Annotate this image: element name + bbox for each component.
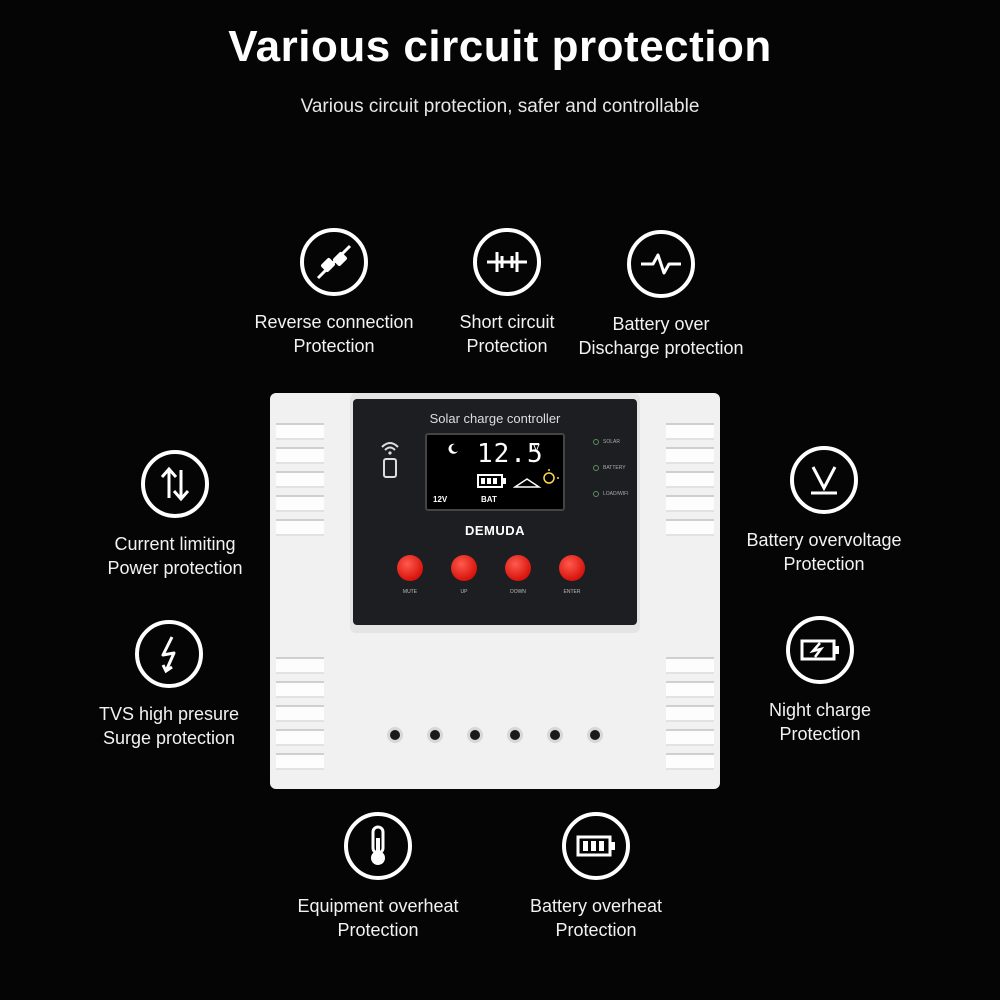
lcd-bat-label: BAT — [481, 495, 497, 504]
right-vent-bottom — [666, 657, 714, 777]
terminal-screw — [547, 727, 563, 743]
feature-label: Battery overheat — [529, 896, 663, 916]
feature-label: Protection — [783, 554, 865, 574]
feature-label: Protection — [779, 724, 861, 744]
led-solar: SOLAR — [593, 439, 620, 445]
feature-label: Short circuit — [459, 312, 555, 332]
terminal-screw — [427, 727, 443, 743]
feature-label: Reverse connection — [254, 312, 414, 332]
page-title: Various circuit protection — [228, 22, 772, 71]
feature-label: Protection — [555, 920, 637, 940]
right-vent-top — [666, 423, 714, 543]
down-button[interactable] — [505, 555, 531, 581]
wifi-phone-icon — [381, 442, 399, 478]
plug-icon — [300, 228, 368, 296]
feature-label: Battery overvoltage — [746, 530, 902, 550]
feature-label: Night charge — [768, 700, 872, 720]
feature-label: Protection — [337, 920, 419, 940]
battery-charge-icon — [786, 616, 854, 684]
feature-label: Discharge protection — [578, 338, 744, 358]
moon-icon — [448, 443, 458, 454]
lcd-display: 12.5 V 12V BAT — [425, 433, 565, 511]
feature-label: Equipment overheat — [297, 896, 459, 916]
battery-icon — [562, 812, 630, 880]
enter-button[interactable] — [559, 555, 585, 581]
feature-label: Current limiting — [114, 534, 236, 554]
up-down-arrows-icon — [141, 450, 209, 518]
pulse-wave-icon — [627, 230, 695, 298]
feature-label: Protection — [466, 336, 548, 356]
thermometer-icon — [344, 812, 412, 880]
led-indicator — [593, 439, 599, 445]
left-vent-bottom — [276, 657, 324, 777]
lcd-voltage: 12.5 — [477, 439, 544, 469]
mute-button[interactable] — [397, 555, 423, 581]
feature-label: Power protection — [107, 558, 243, 578]
terminal-screw — [507, 727, 523, 743]
led-label: BATTERY — [603, 465, 626, 471]
led-indicator — [593, 465, 599, 471]
led-label: SOLAR — [603, 439, 620, 445]
led-battery: BATTERY — [593, 465, 626, 471]
enter-button-label: ENTER — [563, 589, 581, 595]
led-indicator — [593, 491, 599, 497]
brand-name: DEMUDA — [464, 523, 526, 538]
feature-label: Surge protection — [102, 728, 236, 748]
terminal-screw — [387, 727, 403, 743]
left-vent-top — [276, 423, 324, 543]
lightning-icon — [135, 620, 203, 688]
panel-title: Solar charge controller — [429, 411, 561, 426]
control-panel: Solar charge controller 12.5 V — [353, 399, 637, 625]
solar-charge-controller: Solar charge controller 12.5 V — [270, 393, 720, 789]
voltage-icon — [790, 446, 858, 514]
up-button-label: UP — [460, 589, 468, 595]
led-label: LOAD/WIFI — [603, 491, 629, 497]
page-subtitle: Various circuit protection, safer and co… — [300, 96, 700, 117]
terminal-screw — [467, 727, 483, 743]
lcd-system-voltage: 12V — [433, 495, 448, 504]
mute-button-label: MUTE — [402, 589, 418, 595]
short-circuit-icon — [473, 228, 541, 296]
down-button-label: DOWN — [510, 589, 526, 595]
up-button[interactable] — [451, 555, 477, 581]
lcd-unit: V — [533, 443, 540, 454]
led-load-wifi: LOAD/WIFI — [593, 491, 629, 497]
lcd-load-bulb-icon — [513, 469, 559, 488]
terminal-screw — [587, 727, 603, 743]
feature-label: Protection — [293, 336, 375, 356]
feature-label: Battery over — [612, 314, 710, 334]
lcd-battery-icon — [477, 474, 506, 488]
feature-label: TVS high presure — [98, 704, 240, 724]
